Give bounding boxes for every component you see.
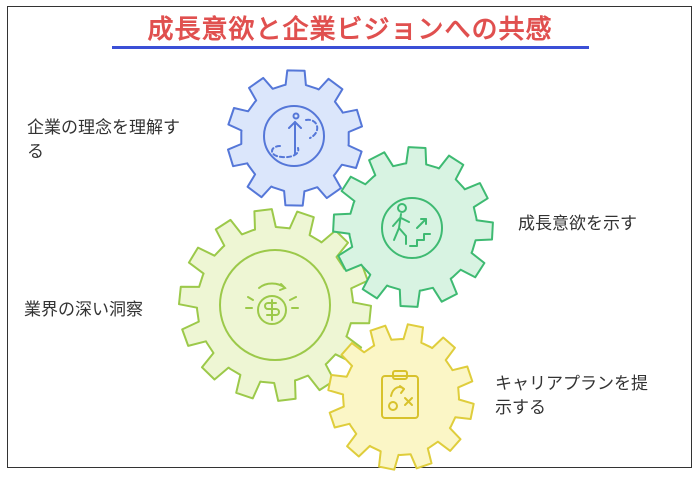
label-understand-line1: 企業の理念を理解す bbox=[27, 118, 180, 138]
label-career-plan: キャリアプランを提 示する bbox=[495, 372, 675, 420]
label-career-line2: 示する bbox=[495, 398, 546, 418]
gear-lime-shape bbox=[178, 208, 372, 402]
gear-yellow-shape bbox=[327, 323, 475, 471]
money-flow-icon bbox=[245, 282, 299, 325]
title-underline bbox=[112, 46, 589, 49]
climbing-stairs-icon bbox=[381, 197, 443, 259]
gear-green-shape bbox=[332, 146, 494, 308]
gear-ambition bbox=[332, 146, 494, 308]
gear-insight bbox=[178, 208, 372, 402]
strategy-clipboard-icon bbox=[381, 370, 419, 419]
page-title: 成長意欲と企業ビジョンへの共感 bbox=[147, 15, 553, 45]
label-understand-philosophy: 企業の理念を理解す る bbox=[27, 116, 207, 164]
label-industry-insight: 業界の深い洞察 bbox=[24, 300, 143, 320]
target-arrow-icon bbox=[263, 105, 325, 167]
gear-career bbox=[327, 323, 475, 471]
label-career-line1: キャリアプランを提 bbox=[495, 374, 648, 394]
label-show-ambition: 成長意欲を示す bbox=[518, 214, 637, 234]
label-understand-line2: る bbox=[27, 142, 44, 162]
